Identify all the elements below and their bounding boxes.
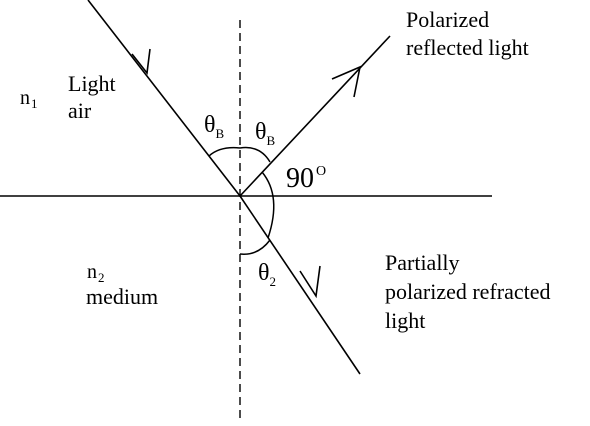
theta-b-left-arc <box>208 146 241 157</box>
refracted-label-line2: polarized refracted <box>385 279 551 304</box>
n1-label: n1 <box>20 87 38 111</box>
air-label: air <box>68 98 92 123</box>
theta-b-right-arc <box>239 146 271 163</box>
angle-90-arc <box>261 171 275 239</box>
incident-arrow-icon <box>131 48 151 75</box>
light-label: Light <box>68 71 116 96</box>
medium-label: medium <box>86 284 158 309</box>
theta-b-left-label: θB <box>204 112 225 141</box>
refracted-label-line1: Partially <box>385 250 460 275</box>
n2-label: n2 <box>87 261 105 285</box>
reflected-label-line1: Polarized <box>406 7 489 32</box>
theta-2-label: θ2 <box>258 260 276 289</box>
reflected-label-line2: reflected light <box>406 35 529 60</box>
refracted-arrow-icon <box>299 265 321 299</box>
refracted-ray <box>239 195 361 375</box>
theta-2-arc <box>239 239 271 255</box>
refracted-label-line3: light <box>385 308 425 333</box>
incident-ray <box>87 0 241 197</box>
reflected-arrow-icon <box>331 65 362 98</box>
theta-b-right-label: θB <box>255 119 276 148</box>
reflected-ray <box>239 35 391 197</box>
